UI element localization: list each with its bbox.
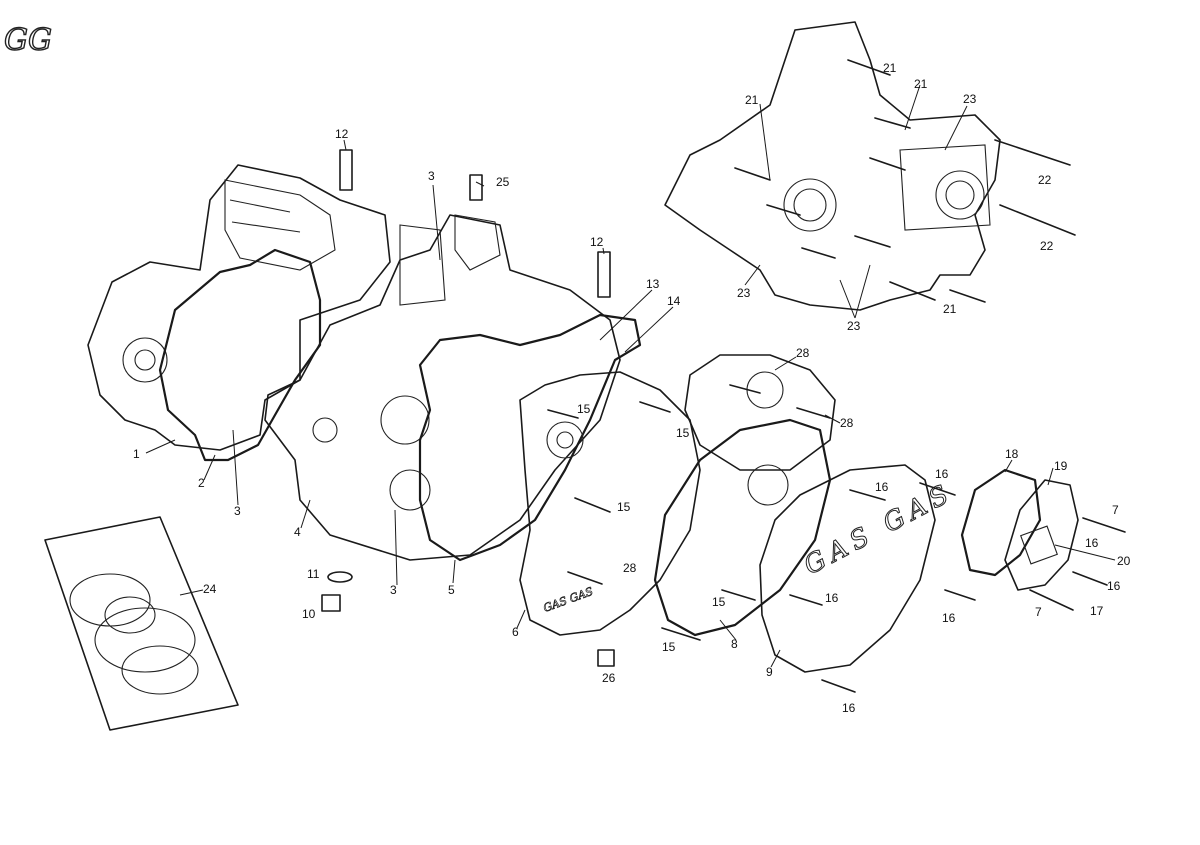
crankcase-gasket: [158, 248, 322, 462]
callout-19: 19: [1054, 459, 1068, 473]
callout-17: 17: [1090, 604, 1104, 618]
left-crankcase-half: [87, 164, 391, 451]
cylinder-stud: [339, 149, 353, 191]
callout-13: 13: [646, 277, 660, 291]
callout-16: 16: [942, 611, 956, 625]
callout-23: 23: [963, 92, 977, 106]
callout-9: 9: [766, 665, 773, 679]
filler-plug: [597, 649, 615, 667]
callout-4: 4: [294, 525, 301, 539]
callout-5: 5: [448, 583, 455, 597]
callout-26: 26: [602, 671, 616, 685]
gasket-kit: [44, 516, 239, 731]
callout-11: 11: [307, 567, 320, 581]
callout-20: 20: [1117, 554, 1131, 568]
callout-21: 21: [745, 93, 759, 107]
ignition-cover: GAS GAS: [759, 464, 959, 673]
cylinder-stud: [597, 251, 611, 298]
callout-15: 15: [617, 500, 631, 514]
brand-logo-text: GG: [4, 23, 52, 58]
callout-6: 6: [512, 625, 519, 639]
callout-16: 16: [1107, 579, 1121, 593]
callout-16: 16: [875, 480, 889, 494]
ignition-housing: [684, 354, 836, 506]
callout-22: 22: [1040, 239, 1054, 253]
water-pump-cover: [1004, 479, 1079, 591]
callout-16: 16: [825, 591, 839, 605]
callout-3: 3: [234, 504, 241, 518]
callout-22: 22: [1038, 173, 1052, 187]
callout-16: 16: [935, 467, 949, 481]
callouts: 12 3 25 12 13 14 28 28 28 15 15 15 15 15…: [133, 61, 1131, 715]
callout-21: 21: [883, 61, 897, 75]
callout-8: 8: [731, 637, 738, 651]
callout-3: 3: [428, 169, 435, 183]
callout-15: 15: [577, 402, 591, 416]
ignition-cover-gasket: [653, 418, 832, 637]
callout-10: 10: [302, 607, 316, 621]
callout-7: 7: [1035, 605, 1042, 619]
callout-15: 15: [712, 595, 726, 609]
callout-28: 28: [796, 346, 810, 360]
water-pump-gasket: [960, 468, 1042, 577]
callout-23: 23: [847, 319, 861, 333]
callout-16: 16: [1085, 536, 1099, 550]
callout-23: 23: [737, 286, 751, 300]
bolt: [469, 174, 483, 201]
callout-18: 18: [1005, 447, 1019, 461]
callout-2: 2: [198, 476, 205, 490]
callout-12: 12: [590, 235, 604, 249]
callout-15: 15: [662, 640, 676, 654]
right-crankcase-half: [264, 214, 621, 561]
callout-16: 16: [842, 701, 856, 715]
callout-7: 7: [1112, 503, 1119, 517]
callout-1: 1: [133, 447, 140, 461]
callout-28: 28: [840, 416, 854, 430]
callout-28: 28: [623, 561, 637, 575]
brand-logo: GG: [3, 22, 52, 58]
clutch-cover-gasket: [418, 313, 642, 562]
callout-24: 24: [203, 582, 217, 596]
sealing-washer: [327, 571, 353, 583]
crankcase-rear-view: [664, 21, 1001, 311]
drain-plug: [321, 594, 341, 612]
callout-21: 21: [914, 77, 928, 91]
callout-15: 15: [676, 426, 690, 440]
clutch-cover-marking: GAS GAS: [542, 585, 596, 615]
bolts: [547, 59, 1126, 693]
callout-21: 21: [943, 302, 957, 316]
callout-3: 3: [390, 583, 397, 597]
callout-25: 25: [496, 175, 510, 189]
callout-12: 12: [335, 127, 349, 141]
callout-14: 14: [667, 294, 681, 308]
leader-lines: [145, 84, 1116, 668]
